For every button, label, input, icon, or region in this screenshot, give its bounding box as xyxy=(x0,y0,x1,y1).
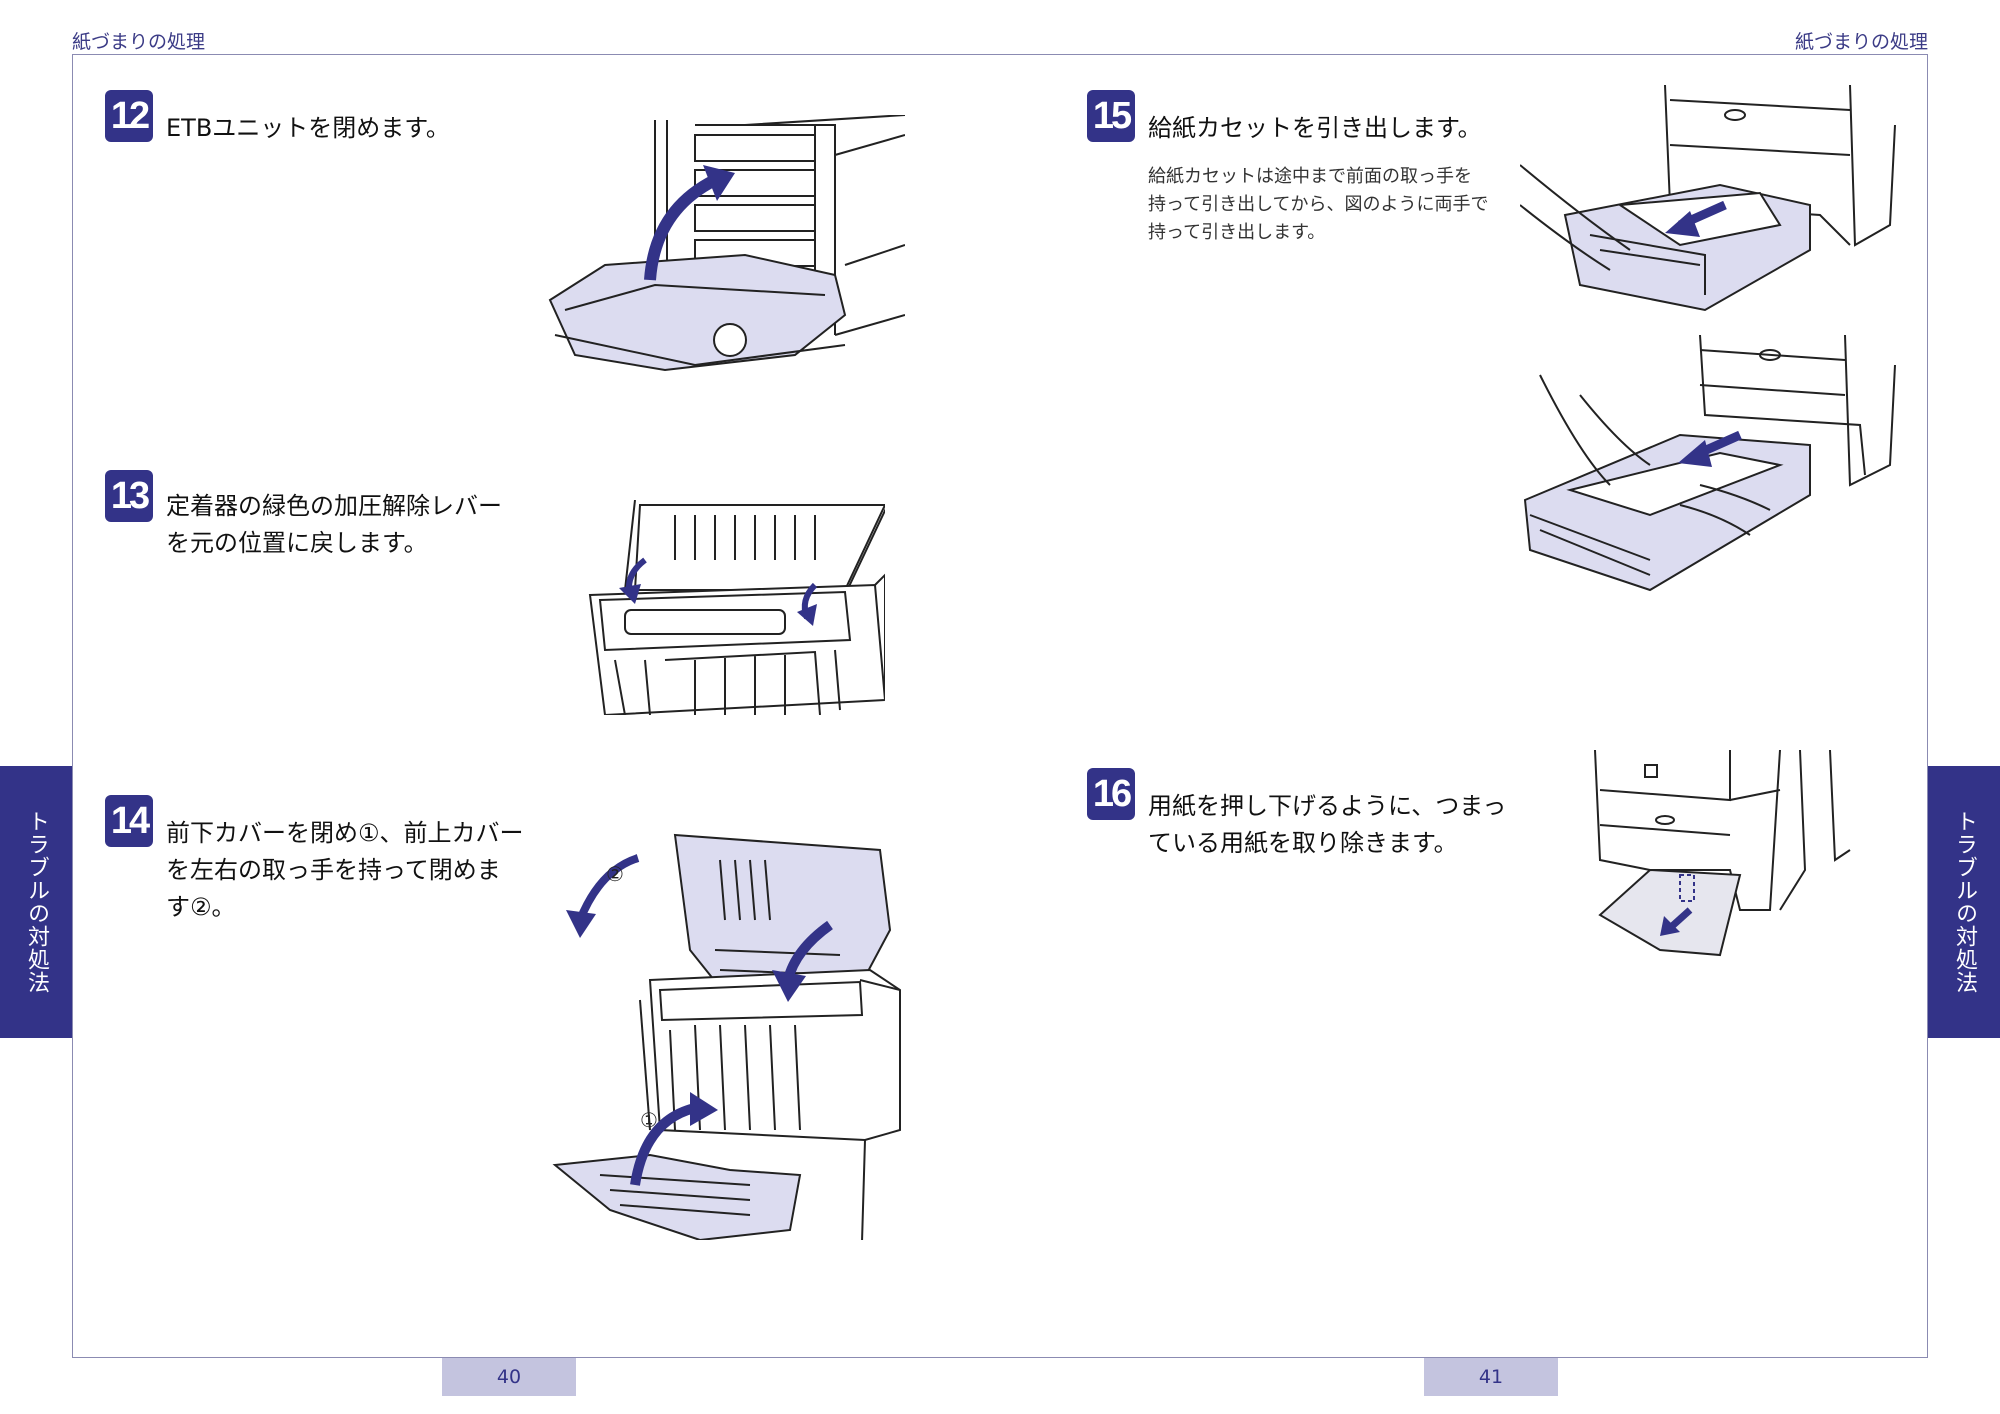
section-tab-label: トラブルの対処法 xyxy=(1952,810,1977,994)
step-14-title-line2: を左右の取っ手を持って閉めま xyxy=(166,856,501,884)
step-14-title-line1: 前下カバーを閉め①、前上カバー xyxy=(166,819,524,847)
callout-1-label: ① xyxy=(640,1108,658,1132)
step-number-badge: 13 xyxy=(105,470,153,522)
step-number-badge: 16 xyxy=(1087,768,1135,820)
section-tab-label: トラブルの対処法 xyxy=(24,810,49,994)
section-tab-right[interactable]: トラブルの対処法 xyxy=(1928,766,2000,1038)
section-tab-left[interactable]: トラブルの対処法 xyxy=(0,766,72,1038)
step-14-title-line3: す②。 xyxy=(166,893,236,921)
front-covers-closing-illustration xyxy=(550,830,910,1240)
running-header-right: 紙づまりの処理 xyxy=(1794,31,1928,53)
page-number-right: 41 xyxy=(1424,1358,1558,1396)
callout-2-label: ② xyxy=(606,862,624,886)
step-13-title-line1: 定着器の緑色の加圧解除レバー xyxy=(166,492,502,520)
step-13-title-line2: を元の位置に戻します。 xyxy=(166,529,428,557)
step-number-badge: 12 xyxy=(105,90,153,142)
page-frame xyxy=(72,54,1928,1358)
fuser-lever-illustration xyxy=(585,500,885,715)
step-number-badge: 14 xyxy=(105,795,153,847)
running-header-left: 紙づまりの処理 xyxy=(72,31,206,53)
step-15-desc-line2: 持って引き出してから、図のように両手で xyxy=(1148,194,1489,215)
cassette-pull-partial-illustration xyxy=(1520,85,1900,315)
cassette-pull-both-hands-illustration xyxy=(1520,335,1900,615)
remove-jammed-paper-illustration xyxy=(1590,750,1870,960)
etb-unit-closing-illustration xyxy=(545,115,905,385)
step-16-title-line1: 用紙を押し下げるように、つまっ xyxy=(1148,792,1507,820)
step-15-title: 給紙カセットを引き出します。 xyxy=(1148,114,1482,142)
step-15-desc-line1: 給紙カセットは途中まで前面の取っ手を xyxy=(1148,166,1472,187)
step-number-badge: 15 xyxy=(1087,90,1135,142)
step-15-desc-line3: 持って引き出します。 xyxy=(1148,222,1326,243)
step-12-title: ETBユニットを閉めます。 xyxy=(166,114,450,142)
page-number-left: 40 xyxy=(442,1358,576,1396)
step-16-title-line2: ている用紙を取り除きます。 xyxy=(1148,829,1458,857)
